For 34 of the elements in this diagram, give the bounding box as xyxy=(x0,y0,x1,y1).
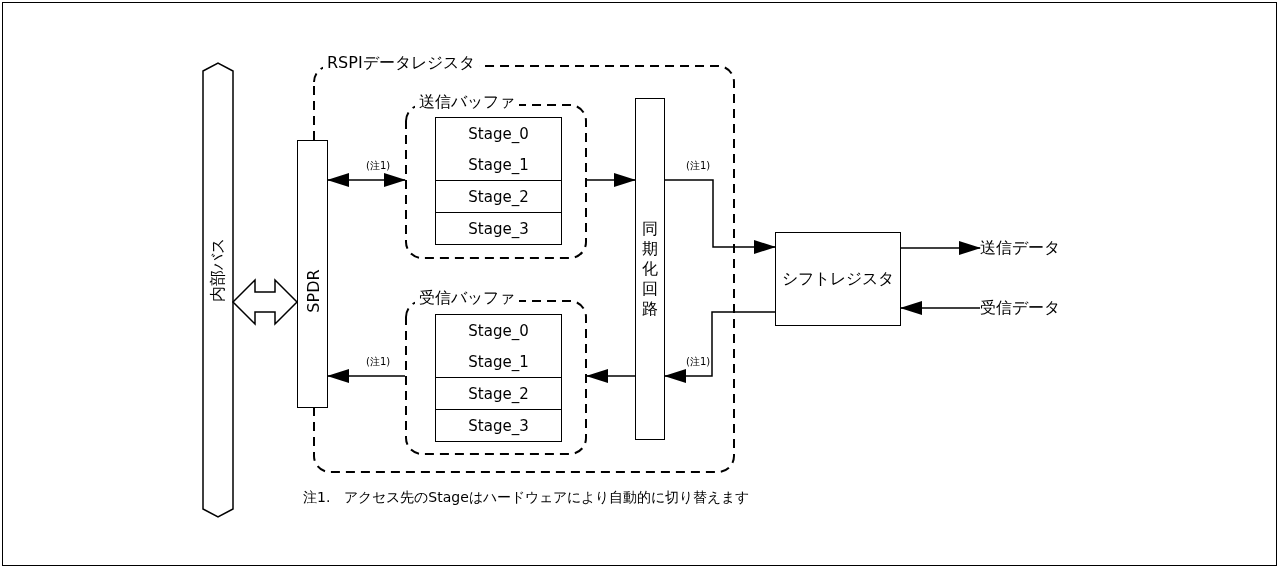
arrow xyxy=(664,311,776,383)
buffer-stage: Stage_1 xyxy=(435,149,562,181)
footnote: 注1. アクセス先のStageはハードウェアにより自動的に切り替えます xyxy=(303,488,749,506)
edge-label: (注1) xyxy=(366,356,391,368)
edge-label: (注1) xyxy=(686,160,711,172)
bus-arrow xyxy=(231,278,299,326)
group-title: 受信バッファ xyxy=(415,288,519,308)
signal-label: 送信データ xyxy=(980,236,1090,260)
circuit-label: 同期化回路 xyxy=(642,219,658,319)
group-title: RSPIデータレジスタ xyxy=(323,53,479,73)
group-title: 送信バッファ xyxy=(415,92,519,112)
buffer-stage: Stage_0 xyxy=(435,314,562,347)
edge-label: (注1) xyxy=(366,160,391,172)
buffer-stage: Stage_0 xyxy=(435,117,562,150)
buffer-stage: Stage_3 xyxy=(435,213,562,245)
bus-label: 内部バス xyxy=(208,238,228,302)
arrow xyxy=(327,369,406,383)
signal-label: 受信データ xyxy=(980,296,1090,320)
arrow xyxy=(586,173,636,187)
bus-bar xyxy=(203,63,233,517)
edge-label: (注1) xyxy=(686,356,711,368)
arrow xyxy=(664,179,776,254)
arrow xyxy=(900,241,981,255)
buffer-stage: Stage_2 xyxy=(435,181,562,213)
arrow xyxy=(900,301,981,315)
buffer-stage: Stage_3 xyxy=(435,410,562,442)
register-label: SPDR xyxy=(303,269,322,313)
register-bar xyxy=(297,140,328,408)
arrow xyxy=(327,173,406,187)
buffer-stage: Stage_2 xyxy=(435,378,562,410)
buffer-stage: Stage_1 xyxy=(435,346,562,378)
circuit-bar xyxy=(635,98,665,440)
register-block: シフトレジスタ xyxy=(775,232,901,326)
arrow xyxy=(586,369,636,383)
